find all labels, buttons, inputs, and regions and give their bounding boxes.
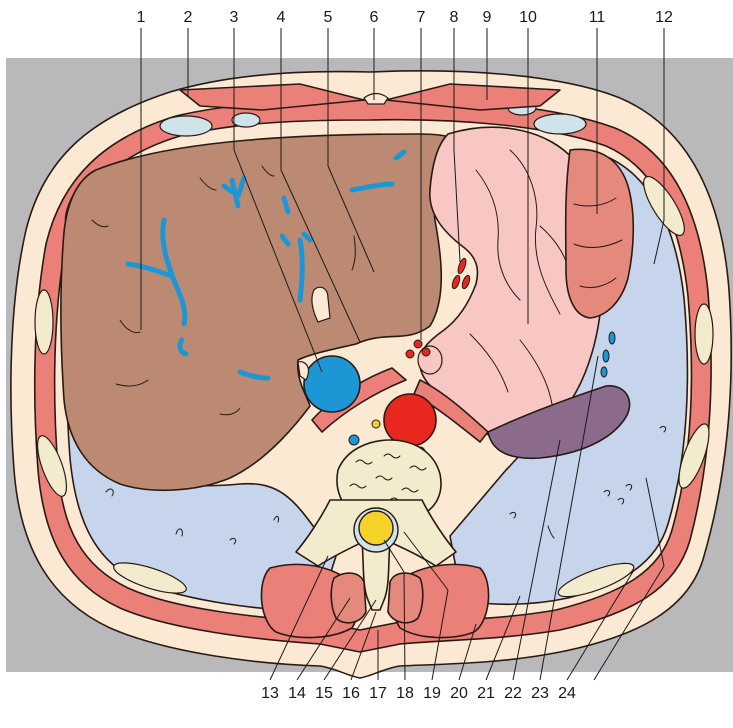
label-6: 6 — [370, 9, 379, 26]
label-20: 20 — [450, 685, 468, 702]
label-15: 15 — [315, 685, 333, 702]
label-22: 22 — [504, 685, 522, 702]
label-21: 21 — [477, 685, 495, 702]
bottom-labels: 13 14 15 16 17 18 19 20 21 22 23 24 — [261, 685, 576, 702]
sternum — [364, 94, 388, 105]
label-3: 3 — [230, 9, 239, 26]
colon — [566, 149, 634, 318]
multifidus-left — [388, 573, 423, 623]
hepatic-vein — [300, 240, 302, 300]
label-8: 8 — [450, 9, 459, 26]
spinal-cord — [359, 511, 393, 545]
inferior-vena-cava — [304, 356, 360, 412]
splenic-vessel — [601, 367, 607, 377]
label-14: 14 — [288, 685, 306, 702]
label-9: 9 — [483, 9, 492, 26]
azygos-vein — [349, 435, 359, 445]
costal-cartilage — [534, 114, 586, 134]
gastric-vessel — [414, 340, 422, 348]
thoracic-duct — [372, 420, 380, 428]
label-12: 12 — [655, 9, 673, 26]
label-19: 19 — [423, 685, 441, 702]
aorta — [384, 394, 436, 446]
label-11: 11 — [589, 9, 606, 26]
label-7: 7 — [417, 9, 426, 26]
label-4: 4 — [277, 9, 286, 26]
label-2: 2 — [184, 9, 193, 26]
label-16: 16 — [342, 685, 360, 702]
label-23: 23 — [531, 685, 549, 702]
label-17: 17 — [369, 685, 387, 702]
gastric-vessel — [406, 350, 414, 358]
costal-cartilage — [160, 116, 212, 136]
top-labels: 1 2 3 4 5 6 7 8 9 10 11 12 — [137, 9, 673, 26]
label-10: 10 — [519, 9, 537, 26]
label-5: 5 — [324, 9, 333, 26]
costal-cartilage — [232, 113, 260, 127]
multifidus-right — [331, 573, 366, 623]
gastric-vessel — [422, 348, 430, 356]
rib-bone — [695, 304, 713, 364]
label-24: 24 — [558, 685, 576, 702]
label-1: 1 — [137, 9, 146, 26]
label-13: 13 — [261, 685, 279, 702]
splenic-vessel — [603, 350, 609, 362]
splenic-vessel — [609, 332, 615, 344]
rib-bone — [35, 290, 53, 354]
label-18: 18 — [396, 685, 414, 702]
